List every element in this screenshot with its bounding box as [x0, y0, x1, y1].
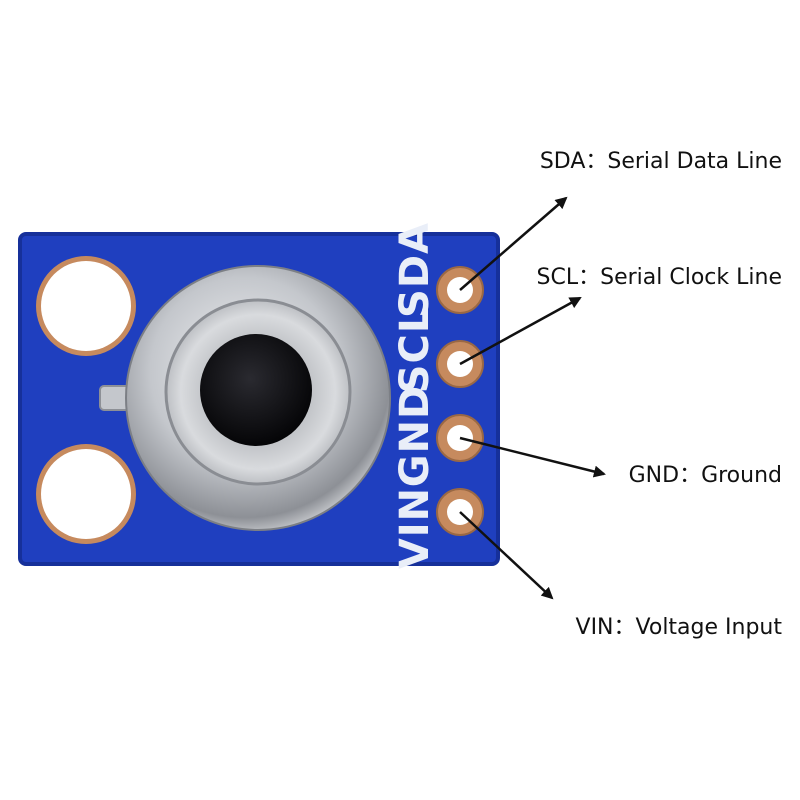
arrow-sda	[459, 196, 568, 291]
callout-scl: SCL：Serial Clock Line	[537, 265, 782, 290]
sensor-window	[200, 334, 312, 446]
arrow-vin	[459, 511, 554, 600]
silk-scl: SCL	[392, 307, 438, 394]
silk-gnd: GND	[392, 385, 438, 488]
arrow-scl	[459, 296, 582, 366]
callout-gnd: GND：Ground	[629, 463, 782, 488]
callout-labels: SDA：Serial Data Line SCL：Serial Clock Li…	[537, 149, 783, 640]
silkscreen-labels: VIN GND SCL SDA	[392, 222, 438, 569]
mounting-hole-top	[36, 256, 136, 356]
mounting-hole-bottom	[36, 444, 136, 544]
callout-sda: SDA：Serial Data Line	[540, 149, 782, 174]
callout-vin: VIN：Voltage Input	[576, 615, 783, 640]
ir-sensor	[99, 265, 391, 531]
silk-sda: SDA	[392, 222, 438, 318]
arrows	[459, 196, 606, 600]
arrow-gnd	[459, 436, 606, 478]
silk-vin: VIN	[392, 487, 438, 569]
